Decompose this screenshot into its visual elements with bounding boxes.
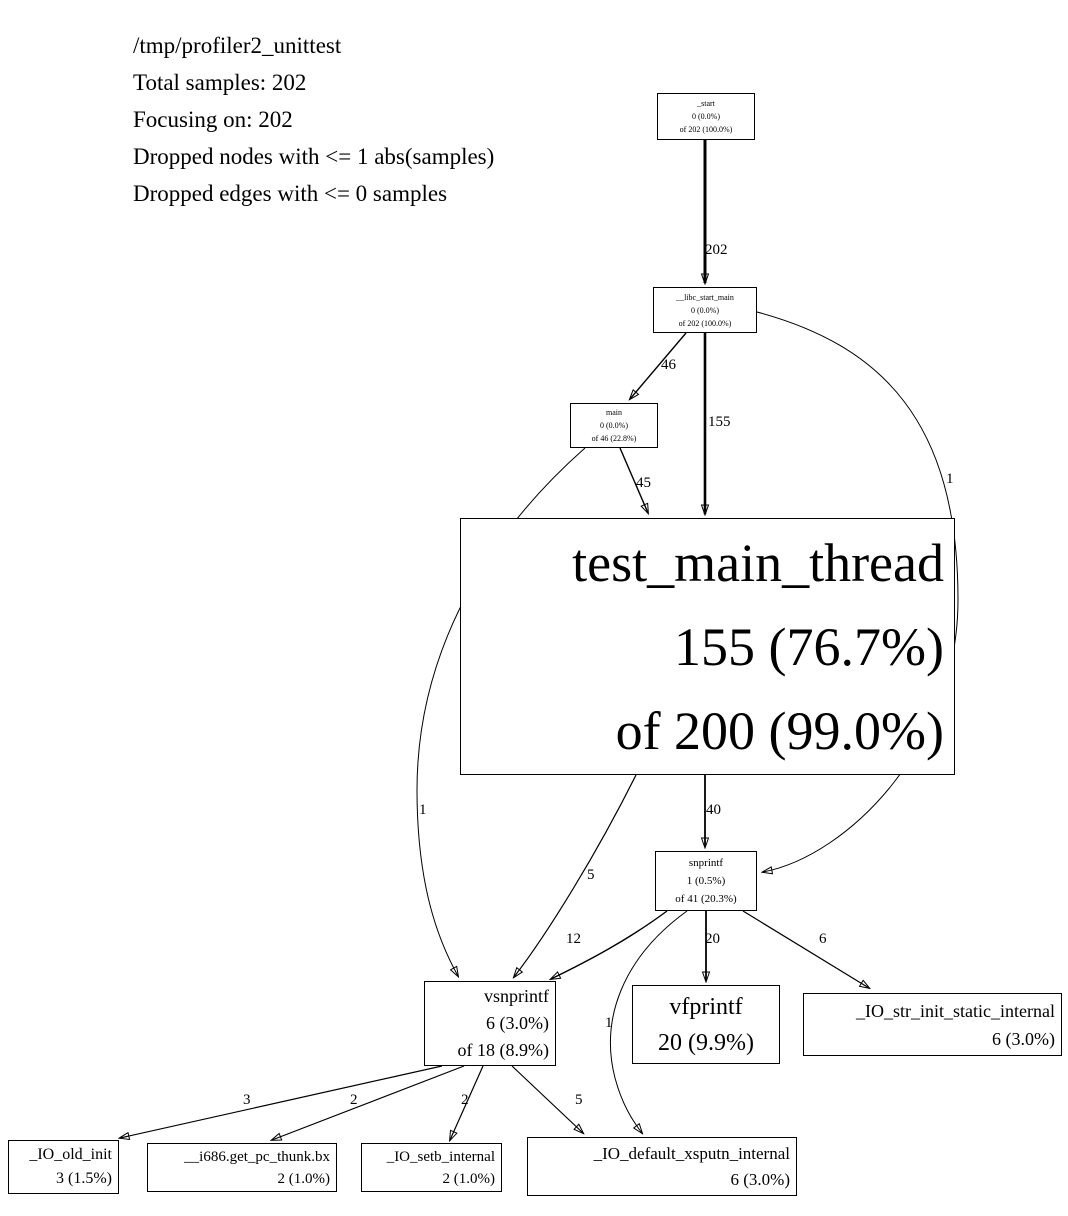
node-self: 0 (0.0%) — [692, 112, 720, 121]
node-i686-get-pc-thunk: __i686.get_pc_thunk.bx 2 (1.0%) — [147, 1143, 337, 1192]
node-io-str-init-static-internal: _IO_str_init_static_internal 6 (3.0%) — [803, 993, 1062, 1056]
node-label: snprintf — [688, 857, 724, 869]
node-main: main 0 (0.0%) of 46 (22.8%) — [570, 403, 658, 448]
node-label: vfprintf — [669, 993, 743, 1020]
node-total: of 202 (100.0%) — [679, 125, 733, 134]
edge-label-libc-test: 155 — [708, 414, 731, 430]
node-total: of 200 (99.0%) — [615, 700, 944, 761]
node-label: main — [606, 408, 622, 417]
node-snprintf: snprintf 1 (0.5%) of 41 (20.3%) — [655, 851, 757, 911]
node-total: of 46 (22.8%) — [591, 434, 637, 443]
node-self: 2 (1.0%) — [277, 1170, 331, 1187]
edge-label-snprintf-xsputn: 1 — [605, 1015, 613, 1031]
node-total: of 202 (100.0%) — [678, 318, 732, 328]
profile-path: /tmp/profiler2_unittest — [133, 33, 342, 58]
node-total: of 41 (20.3%) — [675, 893, 737, 905]
edge-label-test-snprintf: 40 — [706, 802, 721, 818]
node-libc-start-main: __libc_start_main 0 (0.0%) of 202 (100.0… — [653, 287, 757, 333]
edge-vsnprintf-to-xsputn — [511, 1065, 583, 1133]
node-io-setb-internal: _IO_setb_internal 2 (1.0%) — [361, 1143, 502, 1192]
node-self: 3 (1.5%) — [56, 1170, 112, 1187]
node-label: vsnprintf — [484, 986, 549, 1006]
edge-vsnprintf-to-thunk — [272, 1065, 465, 1140]
edge-label-start-libc: 202 — [705, 242, 728, 258]
node-self: 2 (1.0%) — [442, 1170, 496, 1187]
node-start: _start 0 (0.0%) of 202 (100.0%) — [657, 93, 755, 140]
node-self: 6 (3.0%) — [730, 1169, 790, 1189]
node-label: test_main_thread — [572, 532, 944, 593]
edge-snprintf-to-str-init — [742, 910, 869, 988]
edge-label-snprintf-str-init: 6 — [819, 931, 827, 947]
edge-vsnprintf-to-old-init — [120, 1065, 443, 1138]
edge-label-libc-snprintf: 1 — [946, 471, 954, 487]
node-self: 1 (0.5%) — [686, 875, 726, 887]
edge-label-test-vsnprintf: 5 — [587, 867, 595, 883]
total-samples-line: Total samples: 202 — [133, 70, 307, 95]
dropped-nodes-line: Dropped nodes with <= 1 abs(samples) — [133, 144, 495, 169]
edge-label-vsnprintf-setb: 2 — [461, 1092, 469, 1108]
edge-label-vsnprintf-xsputn: 5 — [575, 1092, 583, 1108]
edge-label-main-test: 45 — [636, 475, 651, 491]
node-io-old-init: _IO_old_init 3 (1.5%) — [8, 1140, 119, 1194]
edge-label-snprintf-vfprintf: 20 — [705, 931, 720, 947]
node-label: _start — [697, 99, 715, 108]
node-self: 6 (3.0%) — [486, 1013, 549, 1033]
node-label: _IO_str_init_static_internal — [856, 1000, 1055, 1021]
node-vsnprintf: vsnprintf 6 (3.0%) of 18 (8.9%) — [424, 981, 556, 1066]
edge-libc-to-main — [630, 332, 687, 399]
node-self: 6 (3.0%) — [992, 1028, 1055, 1049]
profile-header: /tmp/profiler2_unittest Total samples: 2… — [133, 27, 494, 212]
edge-label-libc-main: 46 — [661, 357, 676, 373]
node-total: of 18 (8.9%) — [457, 1040, 549, 1060]
dropped-edges-line: Dropped edges with <= 0 samples — [133, 181, 448, 206]
node-io-default-xsputn-internal: _IO_default_xsputn_internal 6 (3.0%) — [527, 1137, 797, 1196]
edge-label-vsnprintf-thunk: 2 — [350, 1092, 358, 1108]
node-self: 0 (0.0%) — [600, 421, 628, 430]
node-test-main-thread: test_main_thread 155 (76.7%) of 200 (99.… — [460, 518, 955, 775]
node-label: _IO_setb_internal — [386, 1148, 495, 1165]
node-label: __libc_start_main — [676, 292, 734, 302]
node-label: _IO_default_xsputn_internal — [593, 1143, 790, 1163]
node-vfprintf: vfprintf 20 (9.9%) — [632, 985, 780, 1064]
focusing-line: Focusing on: 202 — [133, 107, 293, 132]
node-label: _IO_old_init — [29, 1146, 112, 1163]
node-self: 155 (76.7%) — [674, 616, 944, 677]
node-self: 20 (9.9%) — [658, 1029, 754, 1056]
edge-label-snprintf-vsnprintf: 12 — [566, 931, 581, 947]
edge-label-main-vsnprintf: 1 — [419, 802, 427, 818]
node-self: 0 (0.0%) — [691, 305, 719, 315]
node-label: __i686.get_pc_thunk.bx — [184, 1148, 330, 1165]
edge-label-vsnprintf-old-init: 3 — [243, 1092, 251, 1108]
